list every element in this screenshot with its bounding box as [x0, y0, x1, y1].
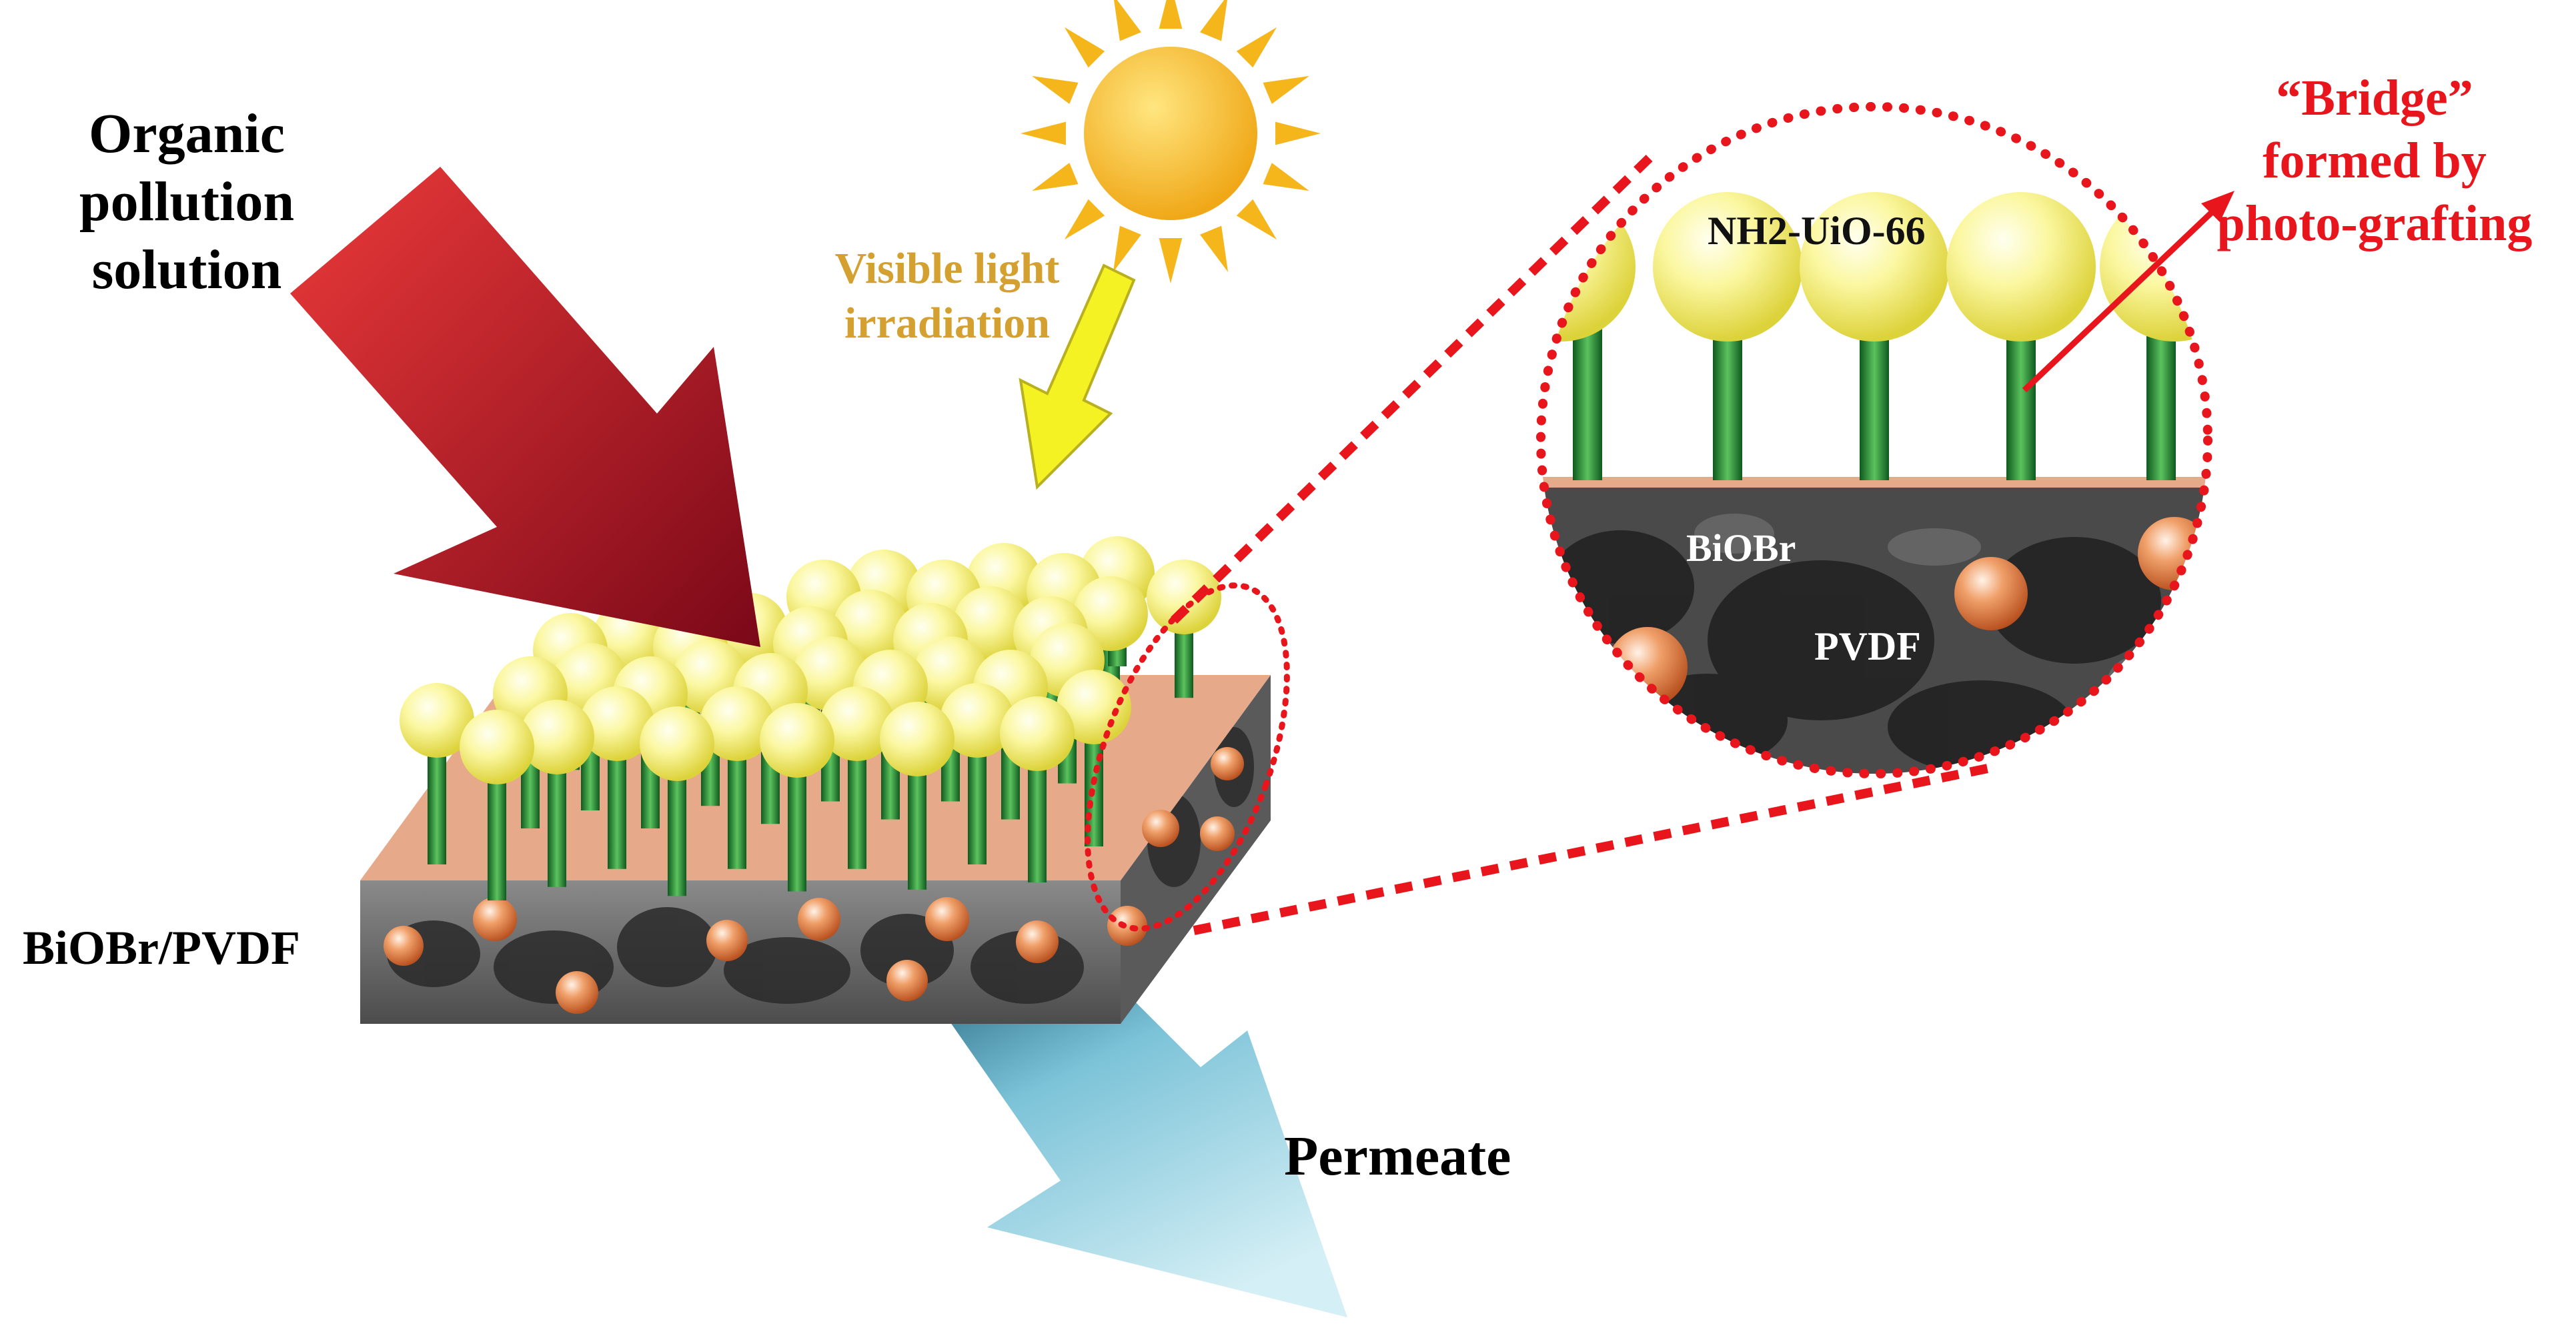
feed-arrow-icon — [290, 167, 760, 647]
nh2-uio-66-particle — [400, 683, 474, 758]
sun-ray — [1032, 163, 1079, 191]
sun-ray — [1200, 0, 1227, 41]
bridge-pointer-icon — [2022, 191, 2234, 393]
nh2-uio-66-particle — [1000, 696, 1075, 771]
sun-ray — [1159, 238, 1183, 283]
biobr-label: BiOBr — [1686, 526, 1796, 570]
permeate-arrow-icon — [930, 980, 1347, 1317]
magnified-outline — [1536, 102, 2212, 778]
sun-ray — [1236, 199, 1277, 240]
magnified-stem — [1573, 313, 1602, 480]
magnified-top-surface — [1541, 477, 2208, 488]
sun-ray — [1263, 75, 1309, 104]
sun-ray — [1114, 0, 1141, 41]
nh2-uio-66-particle — [940, 683, 1015, 758]
bridge-line-3: photo-grafting — [2216, 195, 2533, 251]
sun-ray — [1032, 75, 1079, 104]
organic-line-1: Organic — [89, 103, 285, 165]
magnified-stems — [1573, 313, 2176, 480]
nh2-uio-66-particle — [640, 706, 714, 781]
sun-ray — [1200, 225, 1229, 272]
sun-ray — [1113, 225, 1141, 272]
membrane-label: BiOBr/PVDF — [23, 921, 300, 974]
bridge-label: “Bridge” formed by photo-grafting — [2174, 67, 2575, 255]
nh2-uio-66-particle — [520, 700, 594, 774]
bridge-line-1: “Bridge” — [2276, 70, 2473, 126]
sun-ray — [1159, 0, 1183, 29]
magnified-nh2-particle — [1800, 192, 1949, 342]
nh2-uio-66-particle — [953, 586, 1028, 661]
zoom-region-outline — [1085, 582, 1290, 932]
magnified-nh2-particle — [1946, 192, 2096, 342]
light-arrow-icon — [1019, 263, 1136, 490]
zoom-line-top — [1171, 146, 1661, 624]
nh2-uio-66-particle — [760, 703, 834, 778]
nh2-uio-66-particle — [1147, 560, 1221, 634]
nh2-uio-66-particle — [820, 686, 894, 761]
bridge-line-2: formed by — [2263, 133, 2487, 189]
zoom-line-bottom — [1193, 762, 1996, 935]
nh2-uio-66-particle — [460, 710, 534, 784]
visible-light-label: Visible light irradiation — [794, 241, 1101, 351]
sun-ray — [1064, 199, 1105, 240]
nh2-uio-66-particles — [400, 536, 1221, 784]
sun-icon — [1021, 0, 1321, 283]
sun-ray — [1064, 27, 1105, 68]
nh2-uio-66-particle — [580, 686, 654, 761]
biobr-particles-slab — [384, 747, 1244, 1014]
organic-pollution-label: Organic pollution solution — [0, 100, 374, 304]
magnified-nh2-particle — [1653, 192, 1802, 342]
organic-line-2: pollution — [79, 171, 295, 233]
visible-line-1: Visible light — [834, 244, 1060, 293]
visible-line-2: irradiation — [844, 299, 1050, 348]
organic-line-3: solution — [91, 239, 282, 301]
permeate-label: Permeate — [1284, 1125, 1511, 1187]
sun-ray — [1021, 121, 1066, 145]
pvdf-label: PVDF — [1814, 624, 1921, 668]
nh2-uio-66-particle — [880, 702, 954, 776]
sun-ray — [1236, 27, 1277, 68]
nh2-uio-66-particle — [700, 686, 774, 761]
nh2-uio-66-label: NH2-UiO-66 — [1708, 209, 1926, 253]
sun-ray — [1263, 163, 1309, 191]
sun-ray — [1275, 121, 1321, 145]
